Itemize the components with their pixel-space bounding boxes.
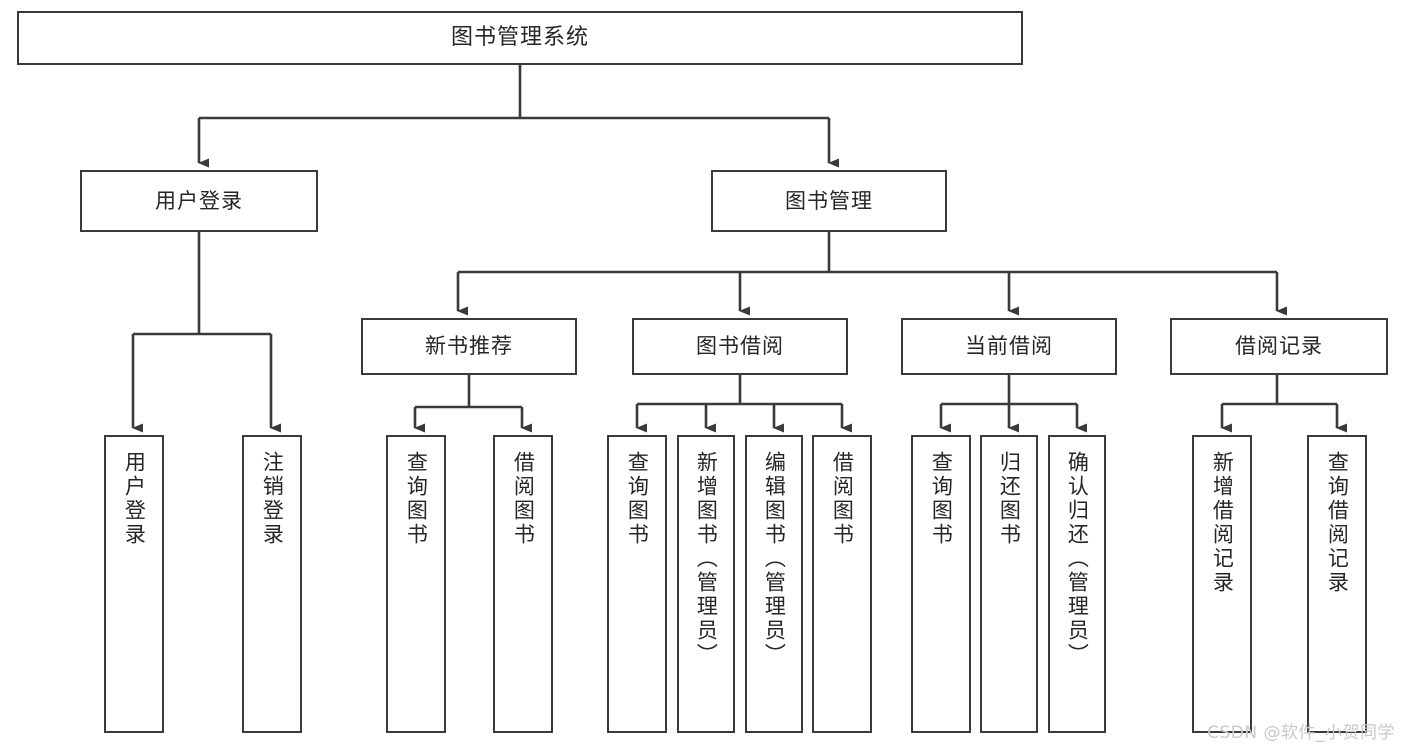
leaf-edit-book-admin[interactable]: 编辑图书（管理员） [745, 435, 803, 733]
leaf-query-book-current[interactable]: 查询图书 [911, 435, 971, 733]
node-label: 新增图书（管理员） [694, 451, 719, 667]
leaf-borrow-book[interactable]: 借阅图书 [812, 435, 872, 733]
node-current-borrow[interactable]: 当前借阅 [901, 318, 1117, 375]
node-label: 查询图书 [404, 451, 429, 547]
node-label: 归还图书 [997, 451, 1022, 547]
node-new-book-recommend[interactable]: 新书推荐 [361, 318, 577, 375]
leaf-logout[interactable]: 注销登录 [242, 435, 302, 733]
node-label: 用户登录 [155, 188, 243, 213]
node-label: 图书管理 [785, 188, 873, 213]
node-label: 借阅图书 [830, 451, 855, 547]
node-label: 借阅图书 [511, 451, 536, 547]
leaf-query-borrow-record[interactable]: 查询借阅记录 [1307, 435, 1367, 733]
node-label: 查询借阅记录 [1325, 451, 1350, 595]
leaf-add-book-admin[interactable]: 新增图书（管理员） [677, 435, 735, 733]
node-label: 当前借阅 [965, 334, 1053, 359]
node-label: 查询图书 [929, 451, 954, 547]
node-root-book-management-system[interactable]: 图书管理系统 [17, 11, 1023, 65]
node-label: 新增借阅记录 [1210, 451, 1235, 595]
node-book-borrow[interactable]: 图书借阅 [632, 318, 848, 375]
csdn-watermark: CSDN @软件_小贺同学 [1207, 723, 1395, 743]
node-label: 借阅记录 [1235, 334, 1323, 359]
node-label: 确认归还（管理员） [1065, 451, 1090, 667]
leaf-return-book[interactable]: 归还图书 [980, 435, 1038, 733]
node-label: 注销登录 [260, 451, 285, 547]
leaf-borrow-book-recommend[interactable]: 借阅图书 [493, 435, 553, 733]
leaf-add-borrow-record[interactable]: 新增借阅记录 [1192, 435, 1252, 733]
node-label: 图书借阅 [696, 334, 784, 359]
node-label: 新书推荐 [425, 334, 513, 359]
node-label: 查询图书 [625, 451, 650, 547]
node-user-login[interactable]: 用户登录 [80, 170, 318, 232]
node-borrow-record[interactable]: 借阅记录 [1170, 318, 1388, 375]
node-label: 编辑图书（管理员） [762, 451, 787, 667]
node-book-management[interactable]: 图书管理 [711, 170, 947, 232]
leaf-query-book-recommend[interactable]: 查询图书 [386, 435, 446, 733]
leaf-user-login[interactable]: 用户登录 [104, 435, 164, 733]
node-label: 图书管理系统 [450, 25, 589, 51]
leaf-query-book-borrow[interactable]: 查询图书 [607, 435, 667, 733]
node-label: 用户登录 [122, 451, 147, 547]
leaf-confirm-return-admin[interactable]: 确认归还（管理员） [1048, 435, 1106, 733]
